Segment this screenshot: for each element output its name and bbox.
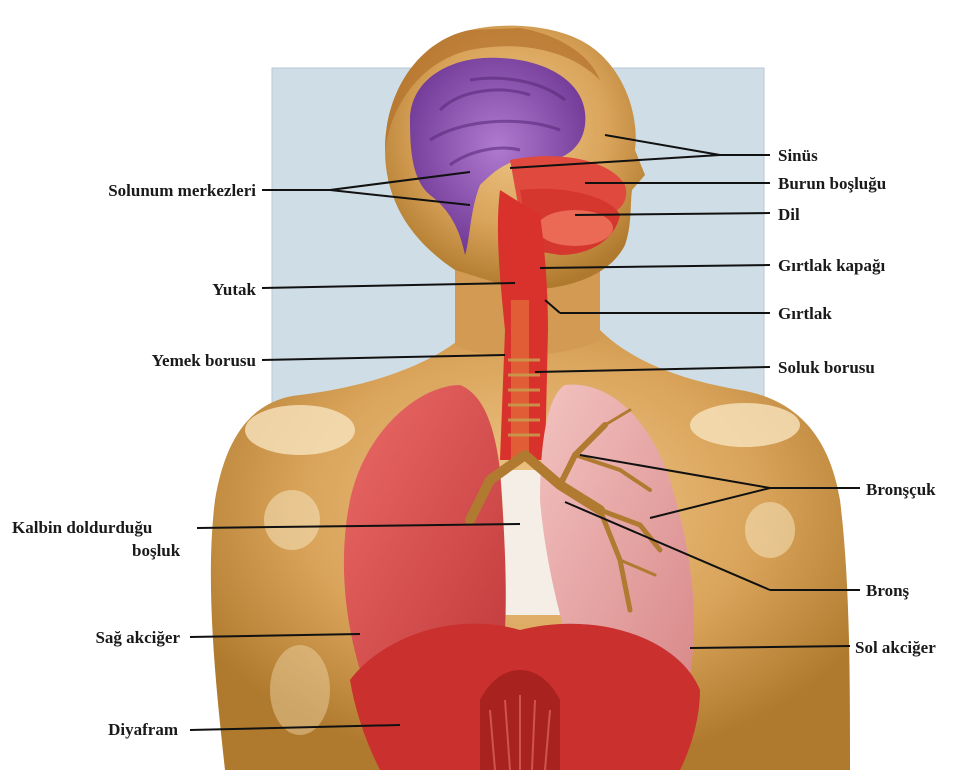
- label-tongue: Dil: [778, 205, 800, 225]
- label-diaphragm: Diyafram: [108, 720, 178, 740]
- label-larynx: Gırtlak: [778, 304, 832, 324]
- label-right-lung: Sağ akciğer: [95, 628, 180, 648]
- label-pharynx: Yutak: [212, 280, 256, 300]
- label-sinus: Sinüs: [778, 146, 818, 166]
- label-left-lung: Sol akciğer: [855, 638, 936, 658]
- label-epiglottis: Gırtlak kapağı: [778, 256, 885, 276]
- label-esophagus: Yemek borusu: [152, 351, 256, 371]
- label-nasal-cavity: Burun boşluğu: [778, 174, 886, 194]
- label-cardiac-space-line1: Kalbin doldurduğu: [12, 518, 152, 538]
- label-cardiac-space-line2: boşluk: [132, 541, 180, 561]
- label-trachea: Soluk borusu: [778, 358, 875, 378]
- label-bronchus: Bronş: [866, 581, 909, 601]
- label-bronchiole: Bronşçuk: [866, 480, 936, 500]
- label-respiratory-centers: Solunum merkezleri: [108, 181, 256, 201]
